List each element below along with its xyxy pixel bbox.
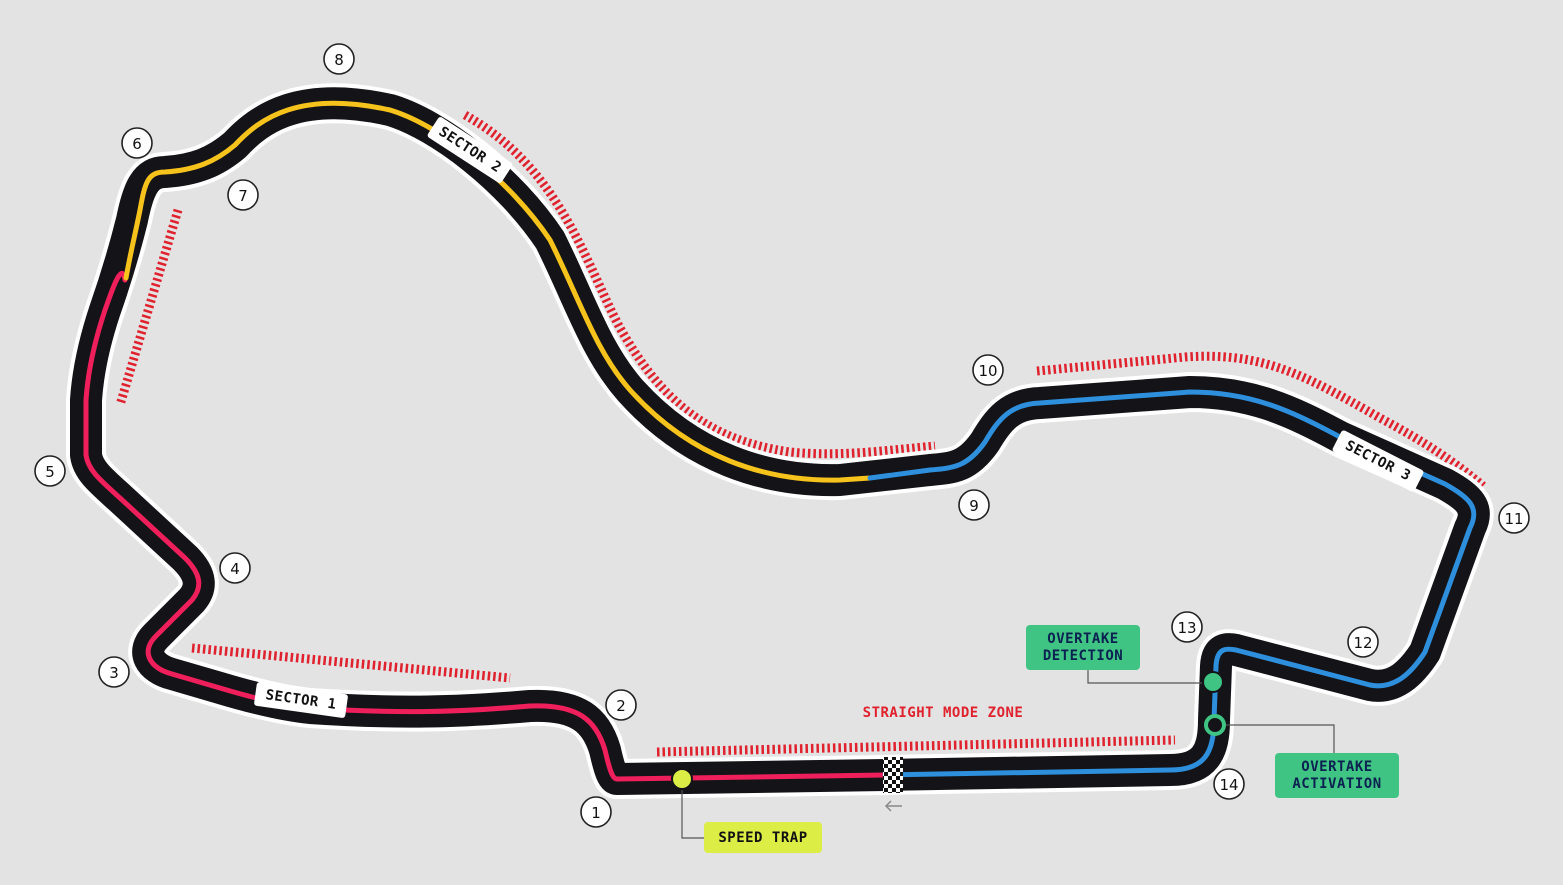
svg-text:11: 11 <box>1504 510 1523 528</box>
turn-marker: 9 <box>958 489 990 521</box>
svg-text:6: 6 <box>132 135 142 153</box>
turn-marker: 7 <box>227 179 259 211</box>
turn-marker: 1 <box>580 796 612 828</box>
svg-text:4: 4 <box>230 560 240 578</box>
arrow-left-icon <box>884 800 902 812</box>
turn-marker: 10 <box>972 354 1004 386</box>
turn-marker: 4 <box>219 552 251 584</box>
svg-text:10: 10 <box>978 362 997 380</box>
svg-text:3: 3 <box>109 664 119 682</box>
overtake-detection-box <box>1026 625 1140 670</box>
sector-2-line <box>123 100 873 483</box>
overtake-detection-line2: DETECTION <box>1043 648 1123 664</box>
straight-mode-zones <box>115 111 1486 757</box>
track-outline <box>66 83 1494 799</box>
speed-trap-box <box>704 822 822 853</box>
svg-text:2: 2 <box>616 697 626 715</box>
speed-trap-marker <box>671 768 693 790</box>
svg-text:8: 8 <box>334 51 344 69</box>
straight-mode-zone-label: STRAIGHT MODE ZONE <box>863 705 1024 721</box>
svg-text:9: 9 <box>969 497 979 515</box>
overtake-activation-leader <box>1225 724 1335 754</box>
turn-marker: 2 <box>605 689 637 721</box>
overtake-activation-line2: ACTIVATION <box>1292 776 1381 792</box>
turn-marker: 6 <box>121 127 153 159</box>
overtake-activation: OVERTAKE ACTIVATION <box>1204 714 1399 798</box>
overtake-detection: OVERTAKE DETECTION <box>1026 625 1224 693</box>
svg-text:7: 7 <box>238 187 248 205</box>
overtake-detection-marker <box>1202 671 1224 693</box>
turn-markers: 1 2 3 4 5 6 7 8 9 10 11 12 13 14 <box>34 43 1530 828</box>
turn-marker: 13 <box>1171 611 1203 643</box>
sector-3-line <box>867 389 1477 778</box>
turn-marker: 8 <box>323 43 355 75</box>
straight-mode-zone-turn10 <box>1036 351 1486 490</box>
svg-text:13: 13 <box>1177 619 1196 637</box>
speed-trap: SPEED TRAP <box>671 768 822 853</box>
track <box>66 83 1494 799</box>
speed-trap-label: SPEED TRAP <box>718 830 807 846</box>
overtake-activation-box <box>1275 753 1399 798</box>
sector-label-1: SECTOR 1 <box>254 682 348 718</box>
turn-marker: 12 <box>1347 626 1379 658</box>
sector-1-line <box>83 270 888 782</box>
overtake-detection-line1: OVERTAKE <box>1047 631 1118 647</box>
overtake-detection-leader <box>1087 668 1204 684</box>
turn-marker: 5 <box>34 455 66 487</box>
turn-marker: 11 <box>1498 502 1530 534</box>
turn-marker: 14 <box>1213 768 1245 800</box>
straight-mode-zone-main <box>656 735 1176 757</box>
speed-trap-leader <box>681 779 706 839</box>
straight-mode-zone-turn2 <box>191 643 511 683</box>
svg-text:5: 5 <box>45 463 55 481</box>
turn-marker: 3 <box>98 656 130 688</box>
svg-text:12: 12 <box>1353 634 1372 652</box>
svg-text:1: 1 <box>591 804 601 822</box>
straight-mode-zone-turn4 <box>115 208 183 407</box>
overtake-activation-marker <box>1204 714 1226 736</box>
straight-mode-zone-turn8 <box>462 111 936 459</box>
svg-text:14: 14 <box>1219 776 1238 794</box>
overtake-activation-line1: OVERTAKE <box>1301 759 1372 775</box>
checkered-flag-icon <box>883 757 903 793</box>
